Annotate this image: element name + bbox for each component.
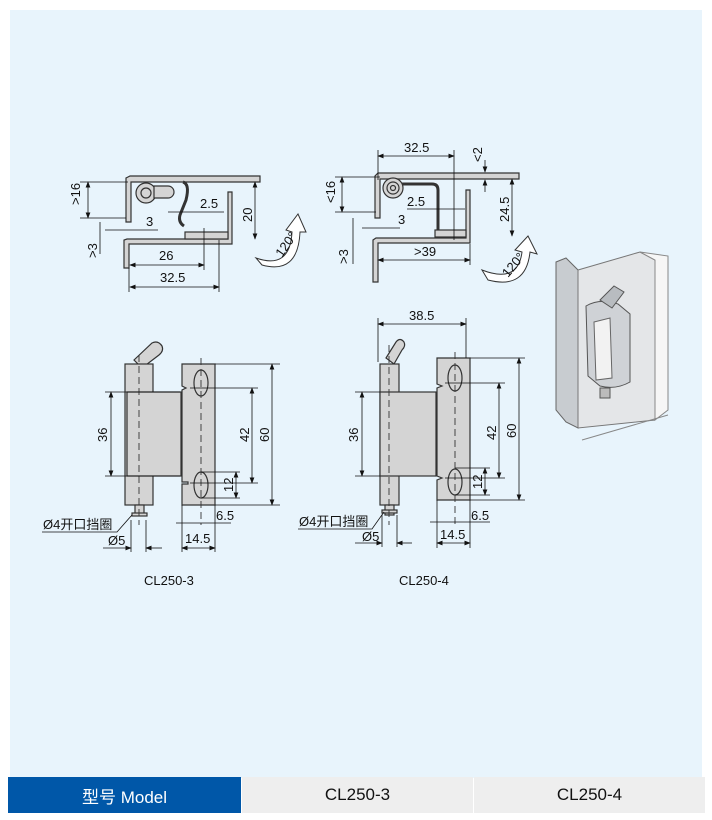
- dim-6-5: 6.5: [216, 508, 234, 523]
- caption-cl250-3: CL250-3: [144, 573, 194, 588]
- dim-12: 12: [221, 478, 236, 492]
- dim-lt16: <16: [323, 181, 338, 203]
- dim-3: 3: [146, 214, 153, 229]
- hinge-3d-illustration: [555, 251, 669, 441]
- dim-32-5: 32.5: [160, 270, 185, 285]
- dim-phi5: Ø5: [108, 533, 125, 548]
- dim-36: 36: [95, 428, 110, 442]
- side-view-cl250-3: >16 >3 3 2.5 20 26 32.5 120°: [68, 175, 307, 292]
- dim-6-5: 6.5: [471, 508, 489, 523]
- dim-32-5: 32.5: [404, 140, 429, 155]
- rotation-arrow-icon: [254, 213, 307, 268]
- model-header-cell: 型号 Model: [8, 777, 241, 813]
- dim-gt3: >3: [85, 243, 100, 258]
- dim-2-5: 2.5: [407, 194, 425, 209]
- technical-drawing: >16 >3 3 2.5 20 26 32.5 120° 32.5 <2 <16: [42, 140, 669, 588]
- front-view-cl250-4: 38.5 36 42 60 12 6.5 14.5 Ø5 Ø4开口挡圈 CL25…: [298, 308, 525, 588]
- caption-cl250-4: CL250-4: [399, 573, 449, 588]
- dim-14-5: 14.5: [185, 531, 210, 546]
- dim-3: 3: [398, 212, 405, 227]
- dim-2-5: 2.5: [200, 196, 218, 211]
- model-cell-cl250-4: CL250-4: [474, 777, 705, 813]
- dim-gt16: >16: [68, 183, 83, 205]
- rotation-arrow-icon: [480, 235, 538, 283]
- dim-42: 42: [484, 426, 499, 440]
- dim-36: 36: [346, 428, 361, 442]
- side-view-cl250-4: 32.5 <2 <16 >3 3 2.5 24.5 >39 120°: [323, 140, 538, 283]
- dim-24-5: 24.5: [497, 197, 512, 222]
- dim-60: 60: [504, 424, 519, 438]
- dim-20: 20: [240, 208, 255, 222]
- retaining-ring-callout: Ø4开口挡圈: [299, 514, 368, 529]
- model-table: 型号 Model CL250-3 CL250-4: [8, 777, 705, 813]
- dim-lt2: <2: [470, 147, 485, 162]
- dim-26: 26: [159, 248, 173, 263]
- model-cell-cl250-3: CL250-3: [242, 777, 473, 813]
- dim-phi5: Ø5: [362, 529, 379, 544]
- dim-14-5: 14.5: [440, 527, 465, 542]
- front-view-cl250-3: 36 42 60 12 6.5 14.5 Ø5 Ø4开口挡圈 CL250-3: [42, 341, 280, 588]
- dim-60: 60: [257, 428, 272, 442]
- dim-42: 42: [237, 428, 252, 442]
- dim-gt39: >39: [414, 244, 436, 259]
- dim-gt3: >3: [336, 249, 351, 264]
- dim-38-5: 38.5: [409, 308, 434, 323]
- dim-12: 12: [470, 475, 485, 489]
- retaining-ring-callout: Ø4开口挡圈: [43, 517, 112, 532]
